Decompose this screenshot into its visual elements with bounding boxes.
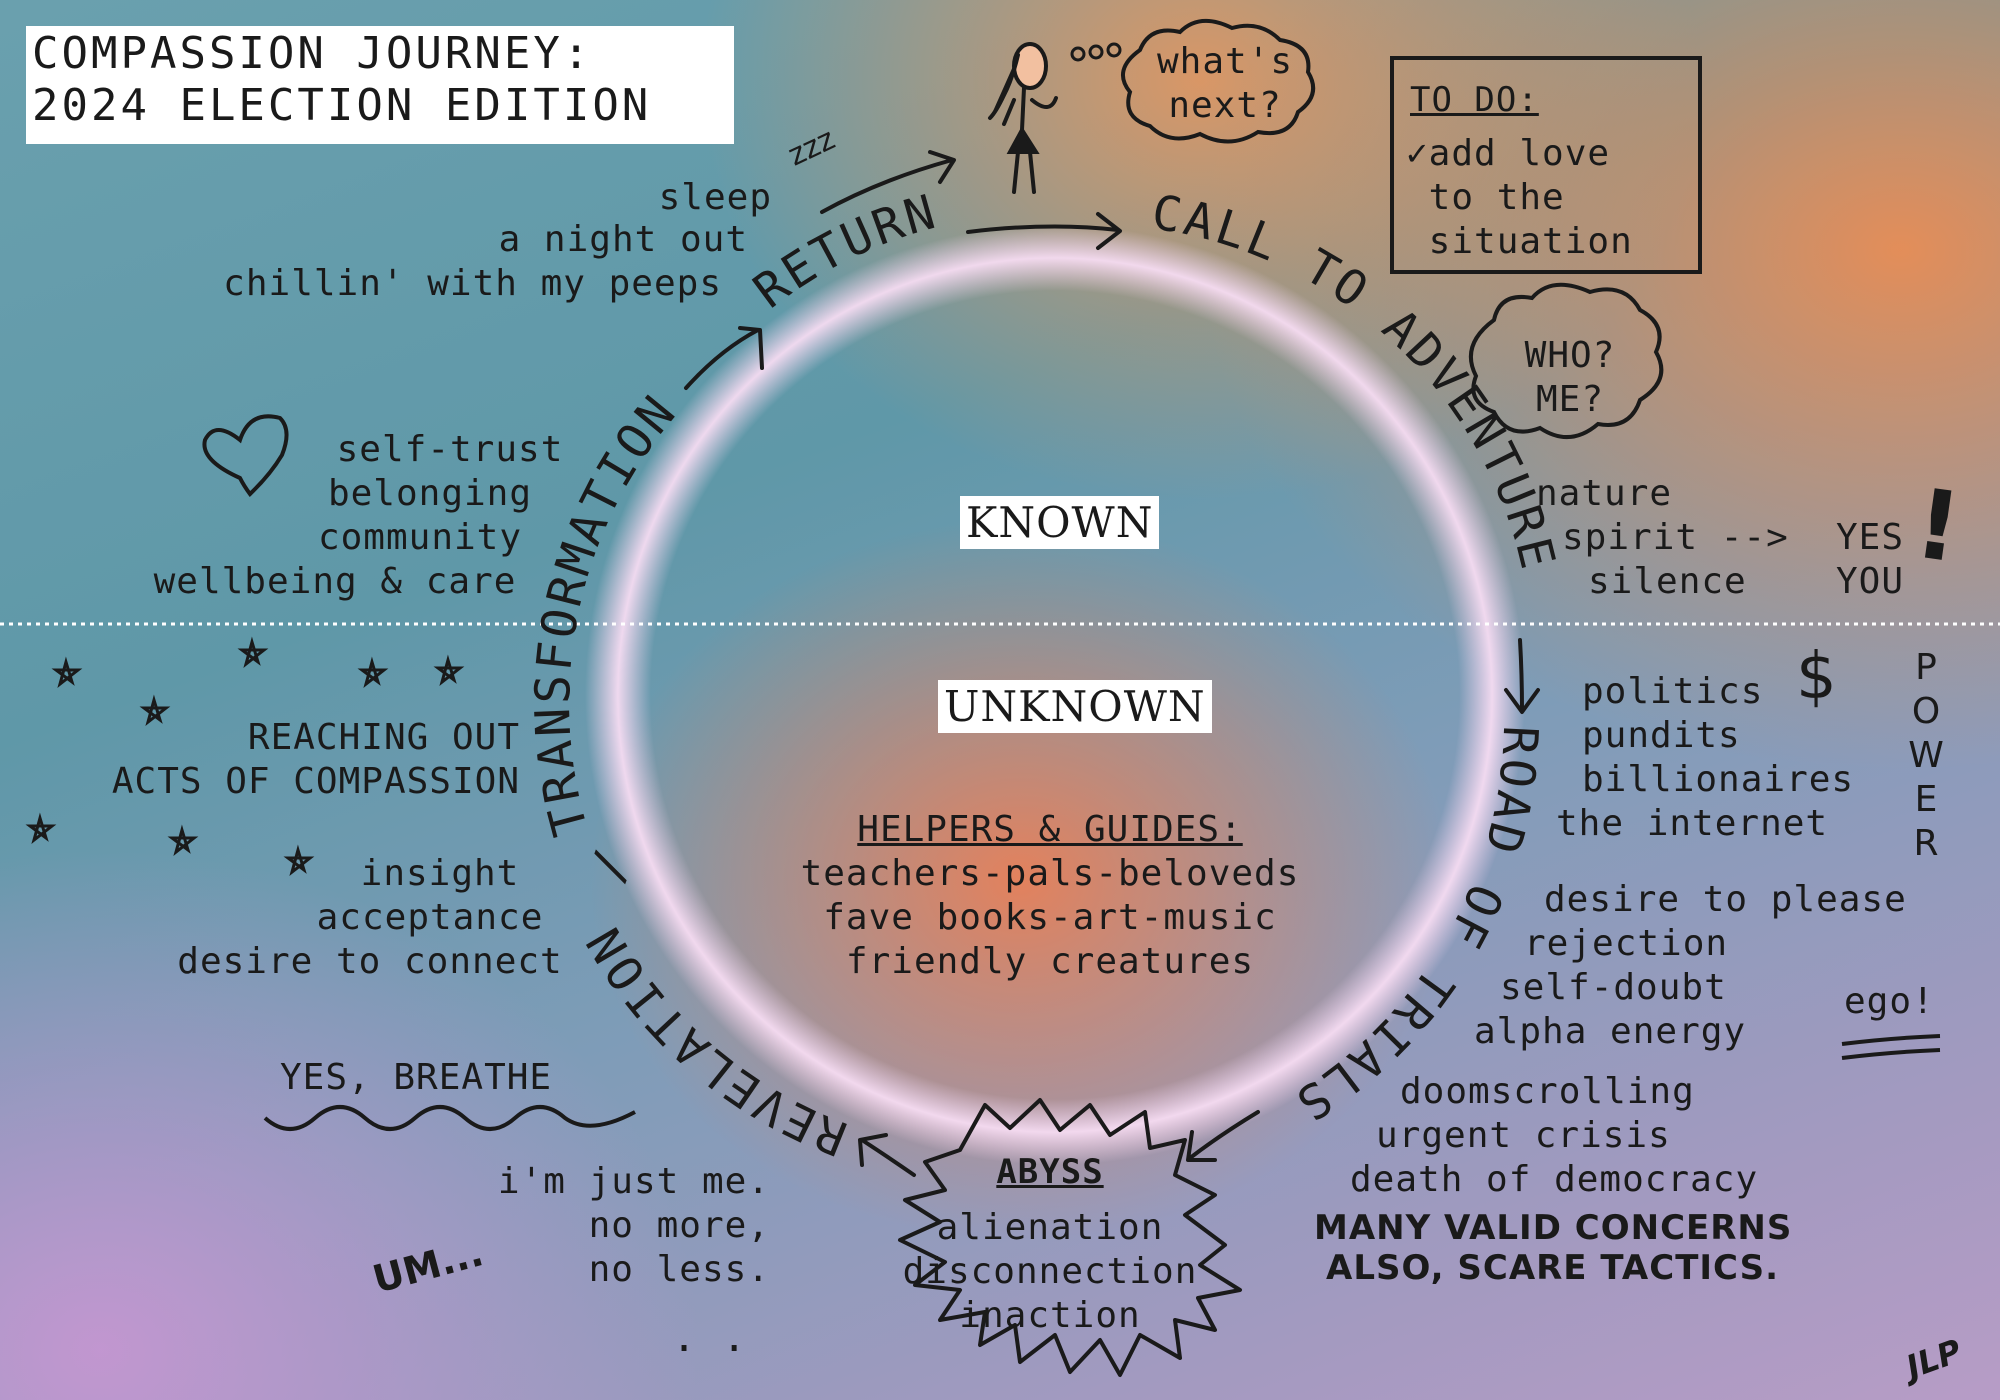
call-note: nature (1536, 473, 1673, 514)
road-note: self-doubt (1500, 967, 1727, 1008)
power-letter: R (1913, 823, 1939, 864)
todo-item: to the (1406, 177, 1565, 218)
star-icon (51, 656, 83, 688)
trailing-dots: . . (672, 1315, 748, 1361)
star-icon (433, 654, 465, 686)
star-doodles (25, 636, 465, 876)
road-note: the internet (1556, 803, 1829, 844)
breathe-text: YES, BREATHE (280, 1057, 553, 1098)
return-note: chillin' with my peeps (223, 263, 722, 304)
road-note: rejection (1524, 923, 1729, 964)
who-me-text: ME? (1535, 379, 1605, 420)
return-note: sleep (658, 177, 772, 218)
road-note: billionaires (1582, 759, 1855, 800)
call-note: spirit --> (1562, 517, 1789, 558)
handwritten-note: MANY VALID CONCERNS (1314, 1208, 1793, 1248)
todo-item: situation (1406, 221, 1633, 262)
abyss-item: disconnection (902, 1251, 1198, 1292)
call-answer: YES (1836, 517, 1905, 558)
helpers-item: teachers-pals-beloveds (800, 853, 1300, 894)
abyss-burst-icon (898, 1098, 1242, 1377)
call-answer: YOU (1836, 561, 1905, 602)
todo-item: ✓add love (1406, 133, 1611, 174)
whats-next-text: what's (1156, 41, 1294, 82)
title-line-2: 2024 ELECTION EDITION (32, 80, 652, 131)
breathe-wave-icon (263, 1105, 636, 1131)
road-note: politics (1582, 671, 1764, 712)
handwritten-note: ALSO, SCARE TACTICS. (1326, 1248, 1780, 1288)
star-icon (167, 824, 199, 856)
star-icon (357, 656, 389, 688)
helpers-item: friendly creatures (845, 941, 1255, 982)
star-icon (237, 636, 269, 668)
revelation-note: acceptance (316, 897, 544, 938)
transformation-note: self-trust (336, 429, 564, 470)
road-note: alpha energy (1474, 1011, 1747, 1052)
star-icon (25, 812, 57, 844)
arrow-road-to-abyss (1186, 1110, 1260, 1162)
transformation-note: community (317, 517, 523, 558)
ego-text: ego! (1844, 981, 1935, 1022)
helpers-heading: HELPERS & GUIDES: (857, 809, 1243, 850)
call-note: silence (1588, 561, 1747, 602)
transformation-note: belonging (327, 473, 533, 514)
helpers-item: fave books-art-music (823, 897, 1277, 938)
unknown-label: UNKNOWN (938, 680, 1212, 733)
power-letter: P (1915, 647, 1937, 688)
known-label: KNOWN (960, 496, 1160, 549)
who-me-text: WHO? (1524, 335, 1616, 376)
reaching-out-text: REACHING OUT (247, 717, 520, 758)
star-icon (283, 844, 315, 876)
title-box: COMPASSION JOURNEY: 2024 ELECTION EDITIO… (26, 26, 734, 144)
abyss-label: ABYSS (996, 1152, 1104, 1192)
abyss-left-note: i'm just me. (497, 1161, 770, 1202)
title-line-1: COMPASSION JOURNEY: (32, 28, 593, 79)
arrow-abyss-to-revelation (858, 1133, 916, 1177)
arrow-sleep-to-top (820, 150, 956, 214)
abyss-item: inaction (959, 1295, 1141, 1336)
reaching-out-text: ACTS OF COMPASSION (111, 761, 520, 802)
arrow-call-to-road (1504, 638, 1540, 714)
heart-icon (202, 414, 289, 497)
arrow-return-to-call (966, 212, 1122, 250)
road-note: death of democracy (1350, 1159, 1759, 1200)
star-icon (139, 694, 171, 726)
todo-box (1390, 56, 1702, 274)
power-letter: W (1908, 735, 1944, 776)
abyss-left-note: no less. (588, 1249, 770, 1290)
power-letter: O (1911, 691, 1941, 732)
road-note: doomscrolling (1400, 1071, 1695, 1112)
money-icon: $ (1796, 640, 1837, 714)
thought-dots-icon (1070, 42, 1122, 62)
road-note: urgent crisis (1376, 1115, 1671, 1156)
arrow-transformation-to-return (684, 326, 764, 390)
transformation-note: wellbeing & care (153, 561, 517, 602)
revelation-note: insight (360, 853, 520, 894)
who-me-cloud-icon (1468, 282, 1664, 440)
whats-next-cloud-icon (1120, 19, 1316, 144)
stick-figure-icon (988, 42, 1058, 194)
todo-heading: TO DO: (1410, 80, 1539, 120)
abyss-item: alienation (936, 1207, 1164, 1248)
power-letter: E (1914, 779, 1938, 820)
road-note: desire to please (1544, 879, 1907, 920)
road-note: pundits (1582, 715, 1741, 756)
ego-underline-icon (1841, 1034, 1941, 1060)
abyss-left-note: no more, (588, 1205, 770, 1246)
revelation-note: desire to connect (177, 941, 563, 982)
whats-next-text: next? (1168, 85, 1282, 126)
return-note: a night out (498, 219, 748, 260)
